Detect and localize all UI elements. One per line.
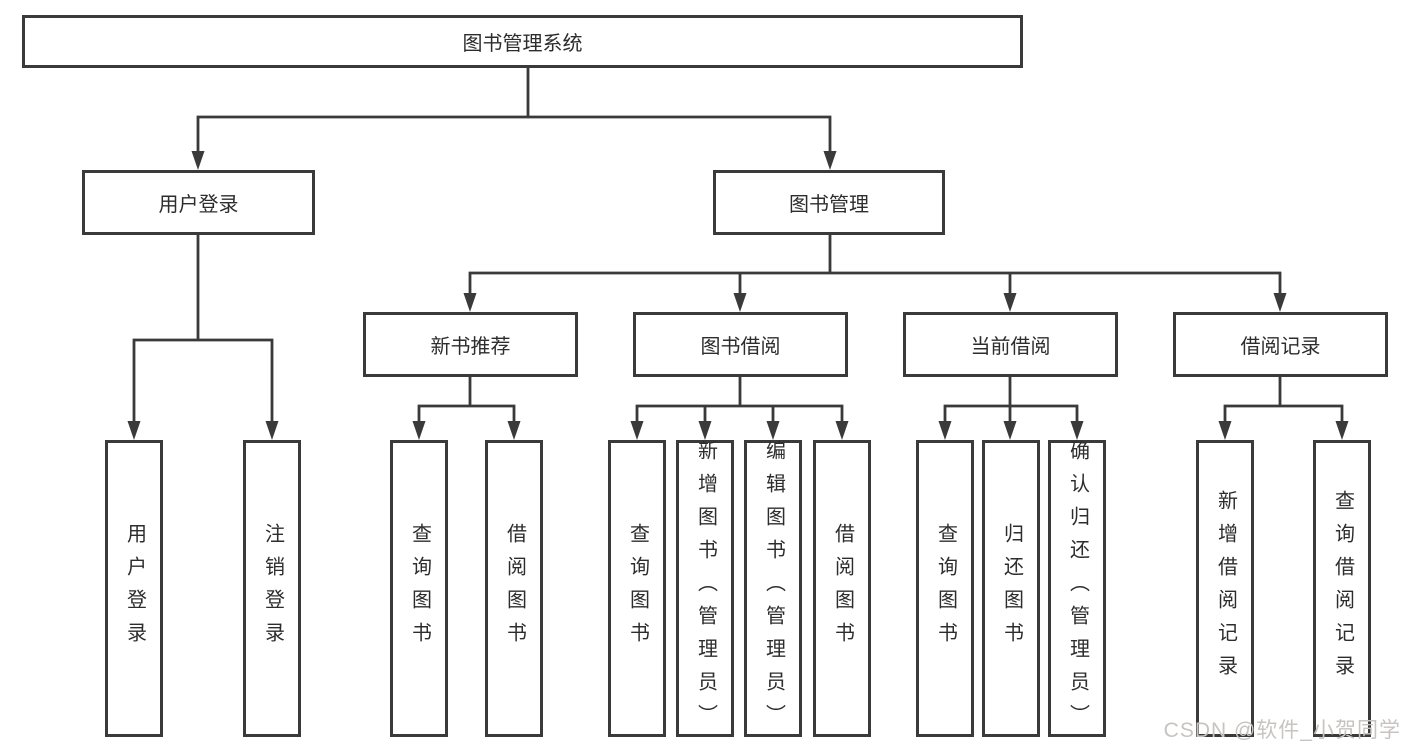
node-label: 注销登录 — [261, 522, 284, 655]
node-label: 用户登录 — [158, 194, 239, 216]
node-label: 归还图书 — [1000, 522, 1023, 655]
node-label: 图书管理系统 — [462, 33, 583, 55]
node-current-borrowing: 当前借阅 — [903, 312, 1118, 377]
node-label: 借阅图书 — [503, 522, 526, 655]
node-label: 查询借阅记录 — [1331, 489, 1354, 688]
arrowheads — [127, 151, 1349, 440]
leaf-query-borrow-record: 查询借阅记录 — [1313, 440, 1371, 737]
node-label: 查询图书 — [934, 522, 957, 655]
leaf-borrow-books: 借阅图书 — [813, 440, 871, 737]
node-label: 查询图书 — [626, 522, 649, 655]
edge-lines — [132, 68, 1344, 426]
node-book-borrowing: 图书借阅 — [633, 312, 848, 377]
node-user-login: 用户登录 — [82, 170, 315, 235]
node-new-book-recommend: 新书推荐 — [363, 312, 578, 377]
node-label: 当前借阅 — [970, 336, 1051, 358]
leaf-query-books-borrowing: 查询图书 — [608, 440, 666, 737]
leaf-return-books: 归还图书 — [982, 440, 1040, 737]
csdn-watermark: CSDN @软件_小贺同学 — [1163, 719, 1401, 742]
leaf-query-books-current: 查询图书 — [916, 440, 974, 737]
node-book-management: 图书管理 — [713, 170, 945, 235]
node-label: 借阅图书 — [831, 522, 854, 655]
node-label: 确认归还（管理员） — [1066, 440, 1089, 737]
node-label: 图书借阅 — [700, 336, 781, 358]
node-label: 新书推荐 — [430, 336, 511, 358]
node-label: 查询图书 — [408, 522, 431, 655]
node-label: 新增借阅记录 — [1214, 489, 1237, 688]
node-borrowing-records: 借阅记录 — [1173, 312, 1388, 377]
node-library-management-system: 图书管理系统 — [22, 15, 1023, 68]
leaf-borrow-books-recommend: 借阅图书 — [485, 440, 543, 737]
node-label: 图书管理 — [789, 194, 869, 216]
leaf-user-login: 用户登录 — [105, 440, 163, 737]
node-label: 用户登录 — [123, 522, 146, 655]
leaf-query-books-recommend: 查询图书 — [390, 440, 448, 737]
node-label: 编辑图书（管理员） — [762, 440, 785, 737]
node-label: 借阅记录 — [1240, 336, 1321, 358]
leaf-confirm-return-admin: 确认归还（管理员） — [1048, 440, 1106, 737]
leaf-add-books-admin: 新增图书（管理员） — [676, 440, 734, 737]
leaf-edit-books-admin: 编辑图书（管理员） — [744, 440, 802, 737]
node-label: 新增图书（管理员） — [694, 440, 717, 737]
leaf-logout: 注销登录 — [243, 440, 301, 737]
leaf-add-borrow-record: 新增借阅记录 — [1196, 440, 1254, 737]
